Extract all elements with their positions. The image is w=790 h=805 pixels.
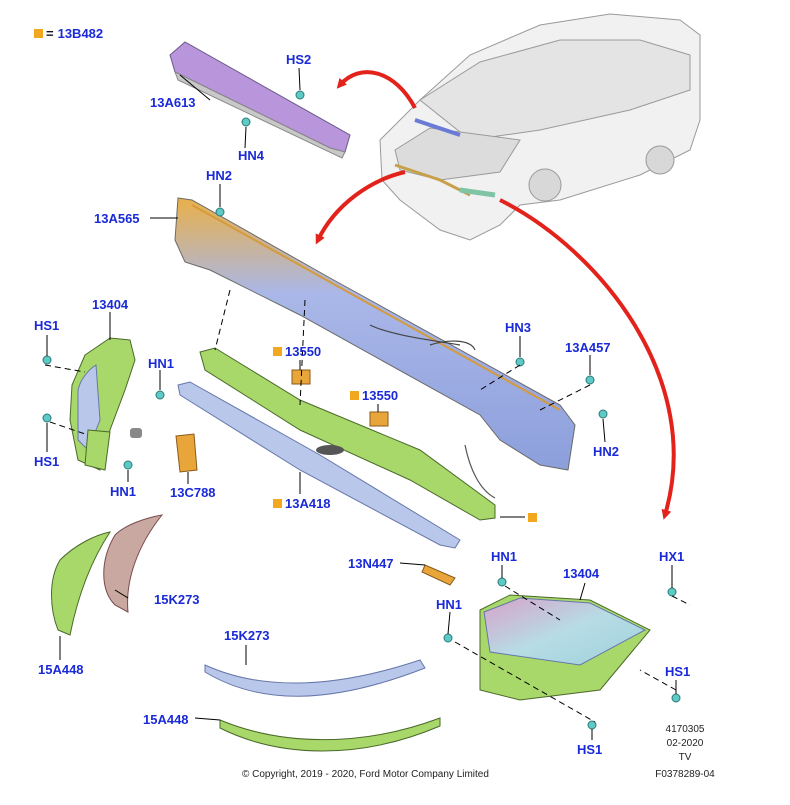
bumper-bracket xyxy=(177,347,496,549)
label-13c788: 13C788 xyxy=(170,485,216,500)
marker-right xyxy=(528,510,540,525)
red-arrows xyxy=(315,70,676,520)
label-13404-left: 13404 xyxy=(92,297,129,312)
label-15a448-a: 15A448 xyxy=(38,662,84,677)
ref-code: TV xyxy=(678,752,692,763)
high-mount-stop-lamp xyxy=(169,41,351,159)
figure-id: F0378289-04 xyxy=(655,769,715,780)
label-15k273-a: 15K273 xyxy=(154,592,200,607)
orange-marker-icon xyxy=(34,29,43,38)
label-13a418-text: 13A418 xyxy=(285,496,331,511)
lower-trims-bottom xyxy=(204,659,441,752)
connector-13c788 xyxy=(175,433,198,473)
label-hn1-left-bottom: HN1 xyxy=(110,484,137,499)
label-hs1-bottom: HS1 xyxy=(577,742,603,757)
label-13550-b-text: 13550 xyxy=(362,388,399,403)
leader-lines xyxy=(46,67,677,740)
copyright-text: © Copyright, 2019 - 2020, Ford Motor Com… xyxy=(242,769,489,780)
label-13404-right: 13404 xyxy=(563,566,600,581)
legend-code: 13B482 xyxy=(57,26,104,41)
orange-marker-icon xyxy=(528,513,537,522)
label-13a457: 13A457 xyxy=(565,340,611,355)
ref-date: 02-2020 xyxy=(666,738,704,749)
label-hs1-left-top: HS1 xyxy=(34,318,60,333)
label-13550-a-text: 13550 xyxy=(285,344,322,359)
label-hx1: HX1 xyxy=(659,549,685,564)
left-tail-lamp xyxy=(69,337,142,471)
label-15a448-b: 15A448 xyxy=(143,712,189,727)
label-hs1-right: HS1 xyxy=(665,664,691,679)
vehicle-illustration xyxy=(379,13,701,241)
label-13550-b: 13550 xyxy=(350,388,398,403)
label-hn2-top: HN2 xyxy=(206,168,233,183)
ref-number: 4170305 xyxy=(665,724,705,735)
lower-trims-left xyxy=(51,514,164,636)
label-13a418: 13A418 xyxy=(273,496,331,511)
bracket-13550-b xyxy=(369,411,389,427)
legend: =13B482 xyxy=(34,26,103,41)
label-hn4: HN4 xyxy=(238,148,265,163)
label-hn1-left: HN1 xyxy=(148,356,175,371)
label-13a565: 13A565 xyxy=(94,211,140,226)
label-hn2-right: HN2 xyxy=(593,444,620,459)
dash-lines xyxy=(44,289,691,723)
label-hn3: HN3 xyxy=(505,320,532,335)
label-hn1-right-top: HN1 xyxy=(491,549,518,564)
label-hs2: HS2 xyxy=(286,52,312,67)
label-13a613: 13A613 xyxy=(150,95,196,110)
label-15k273-b: 15K273 xyxy=(224,628,270,643)
fasteners xyxy=(42,90,681,730)
label-13n447: 13N447 xyxy=(348,556,394,571)
label-13550-a: 13550 xyxy=(273,344,321,359)
label-hs1-left-bottom: HS1 xyxy=(34,454,60,469)
legend-equals: = xyxy=(46,26,54,41)
bumper-cover xyxy=(174,197,576,471)
orange-marker-icon xyxy=(273,499,282,508)
orange-marker-icon xyxy=(273,347,282,356)
right-tail-lamp xyxy=(421,564,651,701)
orange-marker-icon xyxy=(350,391,359,400)
label-hn1-right-mid: HN1 xyxy=(436,597,463,612)
